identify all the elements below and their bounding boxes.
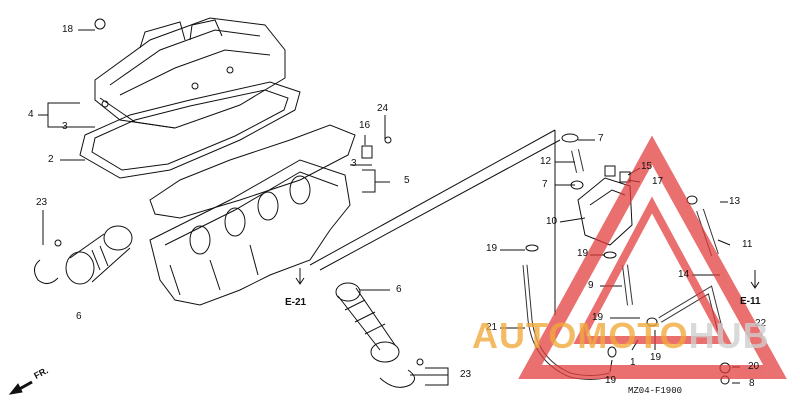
- callout-23b: 23: [460, 369, 472, 380]
- callout-6: 6: [76, 311, 82, 322]
- watermark-text: AUTOMOTOHUB: [472, 318, 770, 354]
- callout-15: 15: [641, 161, 653, 172]
- callout-24: 24: [377, 103, 389, 114]
- ref-e11[interactable]: E-11: [740, 296, 761, 307]
- callout-22: 22: [755, 318, 767, 329]
- callout-6b: 6: [396, 284, 402, 295]
- watermark-part2: HUB: [688, 315, 770, 356]
- callout-16: 16: [359, 120, 371, 131]
- callout-21: 21: [486, 322, 498, 333]
- watermark-part1: AUTOMOTO: [472, 315, 689, 356]
- front-arrow-icon: [8, 380, 33, 395]
- callout-2: 2: [48, 154, 54, 165]
- callout-18: 18: [62, 24, 74, 35]
- section-frame: [309, 129, 561, 315]
- callout-11: 11: [742, 239, 753, 250]
- ref-e21[interactable]: E-21: [285, 297, 307, 308]
- callout-17: 17: [652, 176, 664, 187]
- callout-4: 4: [28, 109, 34, 120]
- callout-1: 1: [630, 357, 636, 368]
- diagram-code: MZ04-F1900: [628, 386, 683, 396]
- callout-12: 12: [540, 156, 552, 167]
- callout-8: 8: [749, 378, 755, 389]
- callout-19c: 19: [592, 312, 604, 323]
- callout-3: 3: [62, 121, 68, 132]
- callout-19: 19: [486, 243, 498, 254]
- reference-arrows[interactable]: [295, 268, 760, 289]
- intake-boot-left: [34, 225, 133, 285]
- callout-7: 7: [598, 133, 604, 144]
- intake-boot-right: [335, 282, 415, 388]
- callout-10: 10: [546, 216, 558, 227]
- head-cover-gaskets: [79, 81, 356, 219]
- callout-19d: 19: [650, 352, 662, 363]
- callout-3b: 3: [351, 158, 357, 169]
- callout-14: 14: [678, 269, 690, 280]
- callout-13: 13: [729, 196, 741, 207]
- cylinder-head-cover: [94, 17, 286, 129]
- callout-5: 5: [404, 175, 410, 186]
- lower-head-casing: [149, 159, 351, 306]
- callout-23: 23: [36, 197, 48, 208]
- callout-19b: 19: [577, 248, 589, 259]
- callout-9: 9: [588, 280, 594, 291]
- callout-7b: 7: [542, 179, 548, 190]
- watermark-triangle: [518, 135, 787, 379]
- callout-20: 20: [748, 361, 760, 372]
- callout-19e: 19: [605, 375, 617, 386]
